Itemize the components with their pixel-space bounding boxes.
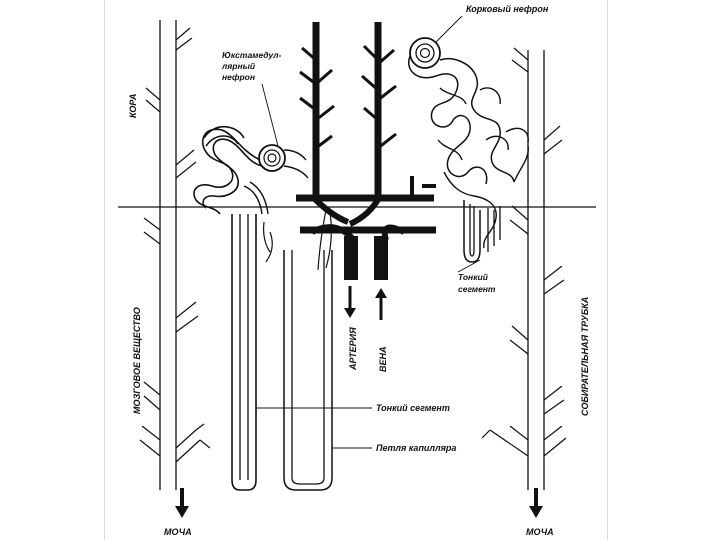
label-thin-segment-right-2: сегмент	[458, 284, 496, 294]
label-cortex: КОРА	[128, 94, 138, 118]
label-artery: АРТЕРИЯ	[348, 327, 358, 371]
label-urine-left: МОЧА	[164, 527, 192, 537]
urine-arrow-right	[529, 488, 543, 518]
left-collecting-duct	[140, 20, 210, 490]
label-urine-right: МОЧА	[526, 527, 554, 537]
capillary-loop	[284, 250, 332, 490]
juxtamedullary-nephron	[194, 127, 308, 490]
artery-arrow-down	[344, 286, 356, 318]
label-juxtamedullary-1: Юкстамедул-	[222, 50, 282, 60]
label-juxtamedullary-3: нефрон	[222, 72, 255, 82]
label-thin-segment-bottom: Тонкий сегмент	[376, 403, 450, 413]
urine-arrow-left	[175, 488, 189, 518]
label-vein: ВЕНА	[378, 346, 388, 372]
label-collecting-duct: СОБИРАТЕЛЬНАЯ ТРУБКА	[580, 297, 590, 416]
label-juxtamedullary-2: лярный	[221, 61, 256, 71]
vein-arrow-up	[375, 288, 387, 320]
label-thin-segment-right-1: Тонкий	[458, 272, 489, 282]
label-capillary-loop: Петля капилляра	[376, 443, 456, 453]
label-cortical-nephron: Корковый нефрон	[466, 4, 549, 14]
label-medulla: МОЗГОВОЕ ВЕЩЕСТВО	[132, 307, 142, 414]
right-collecting-duct	[482, 48, 566, 490]
